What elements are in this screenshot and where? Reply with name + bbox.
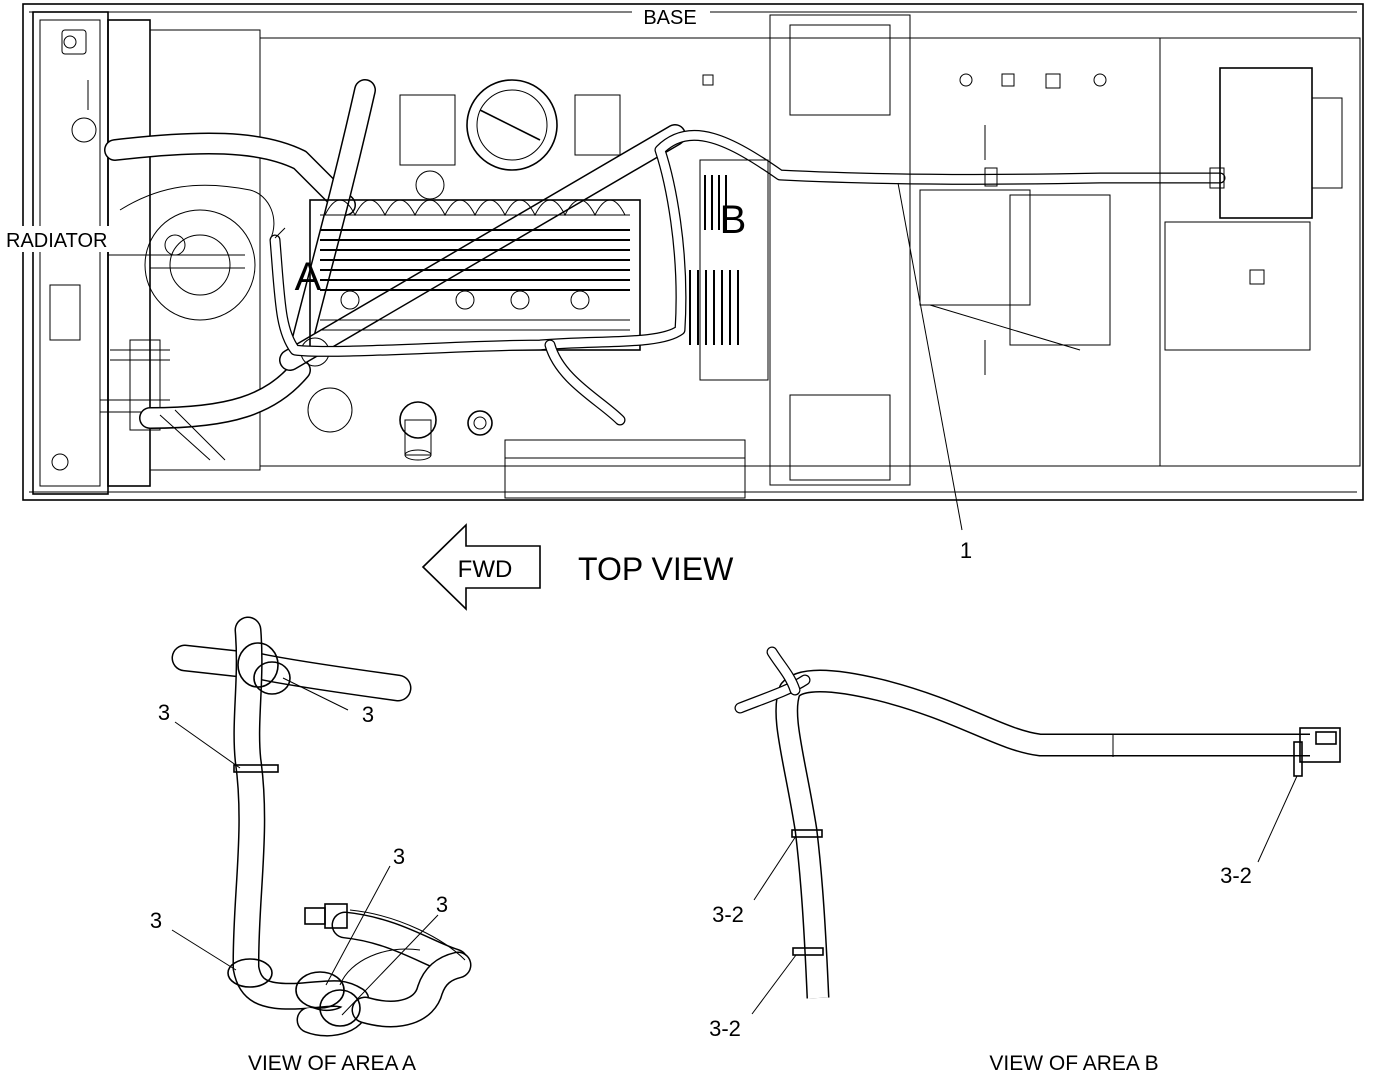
view-a-callout: 3: [158, 700, 170, 725]
top-view-title: TOP VIEW: [578, 551, 734, 587]
view-b-callout: 3-2: [709, 1016, 741, 1041]
radiator: [32, 11, 151, 495]
item-1-callout: 1: [960, 538, 972, 563]
view-a-title: VIEW OF AREA A: [248, 1052, 416, 1075]
view-b-callout: 3-2: [1220, 863, 1252, 888]
view-a-callout: 3: [150, 908, 162, 933]
harness: [119, 129, 1226, 426]
view-a-callout: 3: [393, 844, 405, 869]
base-frame: [22, 3, 1364, 501]
view-area-b: 3-2 3-2 3-2 VIEW OF AREA B: [709, 646, 1341, 1075]
coolant-hoses: [104, 79, 686, 461]
view-a-callout: 3: [436, 892, 448, 917]
view-area-a: 3 3 3 3 3 3 VIEW OF AREA A: [150, 616, 472, 1075]
fwd-label: FWD: [458, 556, 513, 583]
generator-area: [504, 14, 1343, 499]
view-b-callout: 3-2: [712, 902, 744, 927]
area-b-marker: B: [720, 198, 747, 242]
base-label: BASE: [643, 7, 696, 29]
view-b-title: VIEW OF AREA B: [989, 1052, 1158, 1075]
fwd-arrow-icon: [421, 523, 541, 611]
view-a-callout: 3: [362, 702, 374, 727]
top-view: BASE RADIATOR A B 1 FWD TOP VIEW: [3, 3, 1364, 611]
item-1-leader: [897, 182, 963, 531]
engine: [300, 79, 641, 461]
area-a-marker: A: [295, 255, 322, 299]
radiator-label: RADIATOR: [6, 230, 108, 252]
